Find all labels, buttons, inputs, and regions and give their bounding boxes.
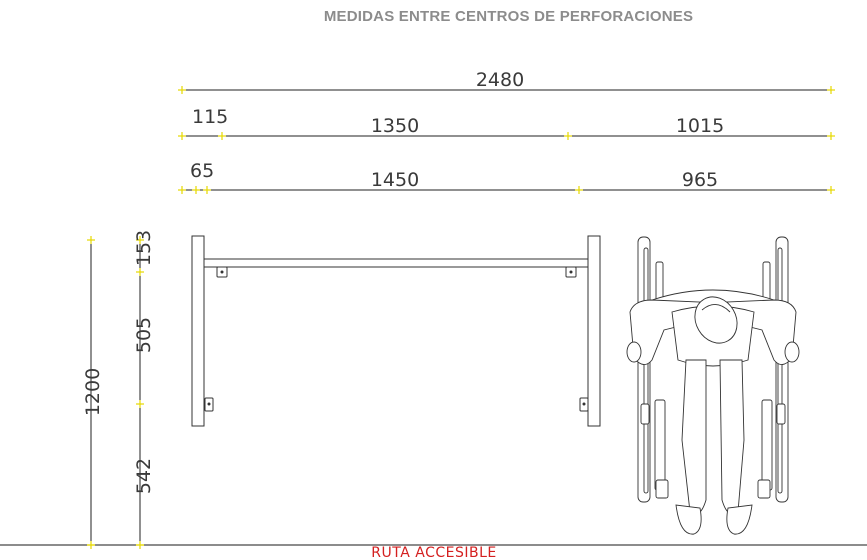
- dim-label-vertical-mid: 505: [133, 317, 155, 353]
- chair-back: [651, 289, 775, 301]
- dimension-row-2: 115 1350 1015: [178, 106, 835, 140]
- right-leg: [719, 359, 745, 515]
- wheelchair-user-icon: [626, 236, 800, 535]
- dim-label-vertical-bottom: 542: [133, 458, 155, 494]
- dim-label-vertical-top: 153: [133, 230, 155, 266]
- dim-label-row2-right: 1015: [676, 115, 724, 137]
- dim-label-total: 2480: [476, 69, 524, 91]
- dimension-row-total: 2480: [178, 69, 835, 94]
- table-crossbar: [203, 258, 589, 268]
- table-left-leg: [191, 235, 205, 427]
- dim-label-row2-left: 115: [192, 106, 228, 128]
- dim-label-vertical-total: 1200: [82, 368, 104, 416]
- dimension-row-3: 65 1450 965: [178, 160, 835, 194]
- diagram-title: MEDIDAS ENTRE CENTROS DE PERFORACIONES: [323, 8, 694, 25]
- dim-label-row3-mid: 1450: [371, 169, 419, 191]
- table-right-leg: [587, 235, 601, 427]
- dim-label-row3-right: 965: [682, 169, 718, 191]
- dim-label-row3-left: 65: [190, 160, 214, 182]
- dim-label-row2-mid: 1350: [371, 115, 419, 137]
- route-label: RUTA ACCESIBLE: [371, 545, 496, 560]
- vertical-dimensions: 1200 153 505 542: [82, 230, 155, 549]
- table-plan-view: [191, 235, 601, 427]
- left-leg: [681, 359, 707, 515]
